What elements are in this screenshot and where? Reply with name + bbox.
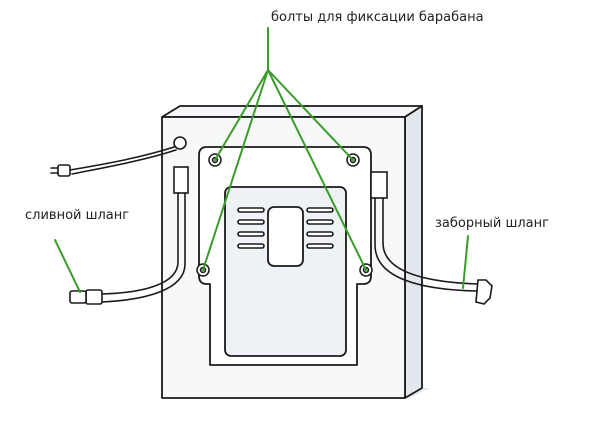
drain-hose-label: сливной шланг [25,208,130,223]
plug-icon [57,164,71,177]
bolts-label: болты для фиксации барабана [271,10,484,25]
intake-hose-label: заборный шланг [435,216,549,231]
power-cord [50,136,187,177]
intake-hose-clip [370,171,388,199]
intake-hose [370,171,493,305]
drain-hose [69,166,189,305]
leader-lines [54,27,469,293]
bolt-top-left [208,153,222,167]
bolts-leader-bottom-left [202,69,269,271]
intake-hose-fitting [475,279,493,305]
intake-hose-leader [462,235,469,289]
rear-panel [198,146,372,366]
bolts-leader-top-left [214,69,269,161]
vent-slots [237,207,334,249]
bolts-leader-top-right [267,69,354,161]
bolts-leader-bottom-right [267,69,367,271]
power-cord-entry [173,136,187,150]
drain-hose-end [85,289,103,305]
drain-hose-clip [173,166,189,194]
drain-hose-leader [54,239,81,293]
